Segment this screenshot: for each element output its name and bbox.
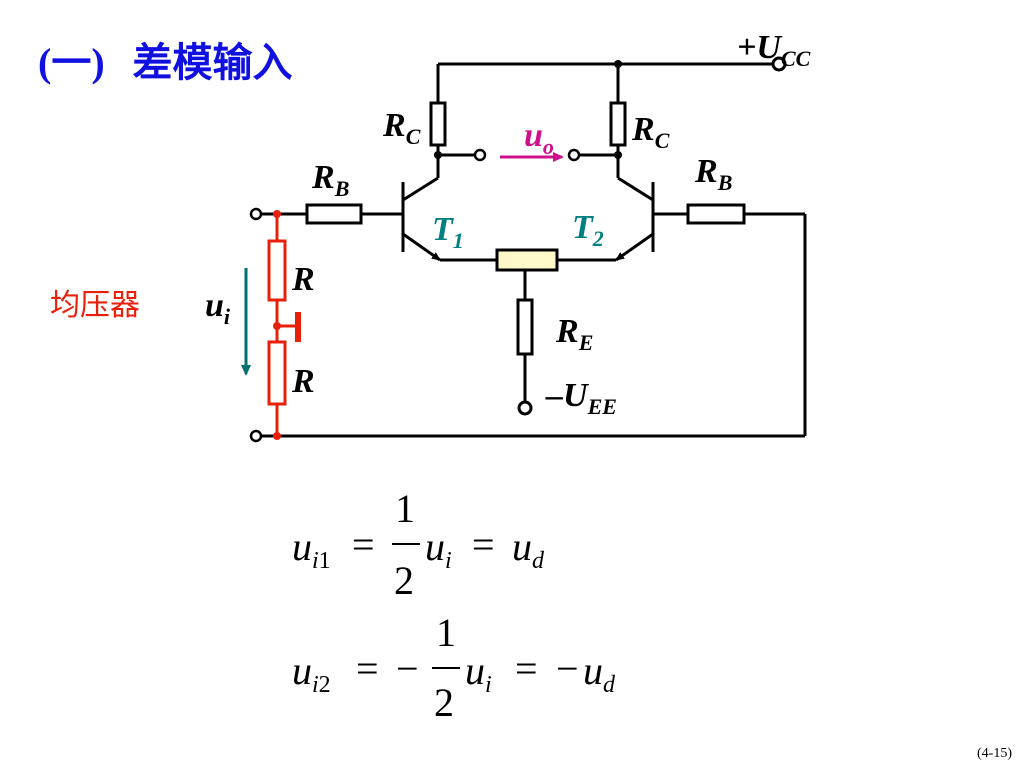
voltage-divider [267,214,296,436]
vcc-label: +UCC [737,29,811,71]
eq1-denominator: 2 [394,558,414,603]
eq1-equals: = [352,522,375,567]
eq1-equals-2: = [472,522,495,567]
eq1-numerator: 1 [395,486,415,531]
rb-right-resistor [686,203,746,225]
rb-left-resistor [305,203,363,225]
eq2-lhs: ui2 [292,648,331,698]
vee-terminal [517,400,533,416]
divider-r-bottom-label: R [291,363,315,400]
eq2-denominator: 2 [434,680,454,725]
vee-label: –UEE [545,377,617,419]
eq2-equals-2: = [515,646,538,691]
eq1-rhs: ud [512,524,545,574]
vcc-rail [436,62,773,103]
base-wires [262,212,807,438]
page-number: (4-15) [977,746,1012,761]
eq2-numerator: 1 [436,610,456,655]
input-terminal-top [249,207,263,221]
collector-wires [436,145,620,178]
re-resistor [516,298,534,356]
divider-dot-bottom [273,432,281,440]
uo-label: uo [524,117,554,159]
emitter-wires [440,258,616,402]
rc-left-label: RC [382,107,421,149]
eq2-equals: = [356,646,379,691]
rb-right-label: RB [694,153,732,195]
slide-title: (一) 差模输入 [38,30,293,88]
input-terminal-bottom [249,429,263,443]
eq1-lhs: ui1 [292,524,331,574]
transistor-t2 [615,176,655,262]
t1-label: T1 [432,211,464,253]
output-terminal-left [473,148,487,162]
collector-dot-right [614,151,622,159]
equation-1: ui1 = 1 2 ui = ud [292,486,545,603]
section-number: (一) [38,40,105,85]
section-title: 差模输入 [132,40,293,86]
rb-left-label: RB [311,159,349,201]
re-label: RE [555,313,593,355]
eq2-rhs: ud [583,648,616,698]
ui-label: ui [205,287,231,329]
equation-2: ui2 = − 1 2 ui = − ud [292,610,616,725]
divider-dot-top [273,210,281,218]
eq1-var: ui [425,524,452,574]
eq2-var: ui [465,648,492,698]
rc-right-label: RC [631,111,670,153]
transistor-t1 [401,176,441,262]
rc-right-resistor [609,101,627,147]
eq2-rhs-minus: − [556,646,579,691]
eq2-minus: − [396,646,419,691]
t2-label: T2 [572,209,604,251]
divider-r-top-label: R [291,261,315,298]
rc-left-resistor [429,101,447,147]
vcc-terminal [771,56,787,72]
output-terminal-right [567,148,581,162]
divider-dot-mid [273,322,281,330]
collector-dot-left [434,151,442,159]
emitter-potentiometer [495,248,559,272]
ground-bar [295,312,301,342]
voltage-divider-label: 均压器 [50,288,140,323]
rail-junction-dot [614,60,622,68]
